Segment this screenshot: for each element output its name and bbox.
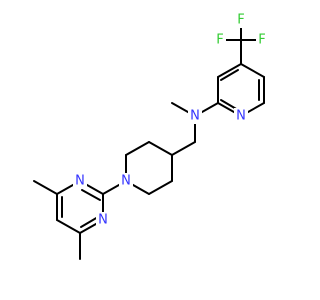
atom-f-left-label: F [216, 33, 223, 48]
bond-pip-c6-c5 [148, 180, 173, 195]
atom-n-pyridine-label: N [236, 109, 246, 124]
bond-py-c4-c3 [217, 63, 242, 78]
atom-n-amine: N [188, 108, 202, 124]
atom-n-pyrimidine-top: N [73, 173, 87, 189]
atom-label-layer: F F F N N N N N [73, 12, 268, 228]
atom-n-pyrimidine-bottom: N [96, 212, 110, 228]
atom-n-piperidine-label: N [121, 174, 131, 189]
bond-pip-c3-c2 [125, 141, 150, 156]
bond-pym-c2-n1-double [81, 189, 101, 201]
atom-f-top: F [235, 12, 247, 28]
bond-pym-c6-methyl [33, 180, 58, 195]
atom-f-right-label: F [258, 33, 265, 48]
bond-pip-c4-c3 [148, 141, 173, 156]
atom-f-right: F [256, 32, 268, 48]
atom-f-top-label: F [237, 13, 244, 28]
bond-py-c4-c5 [240, 63, 265, 78]
atom-n-pyridine: N [234, 108, 248, 124]
atom-n-piperidine: N [119, 173, 133, 189]
bond-py-c4-c3-double [220, 69, 239, 81]
atom-n-amine-label: N [190, 109, 200, 124]
molecule-structure-diagram: F F F N N N N N [33, 12, 268, 260]
atom-n-pyrimidine-bottom-label: N [98, 213, 108, 228]
bond-pym-c4-n3-double [80, 216, 99, 228]
atom-n-pyrimidine-top-label: N [75, 174, 85, 189]
bond-layer [33, 23, 265, 260]
bond-ch2-c4pip [171, 141, 196, 156]
atom-f-left: F [214, 32, 226, 48]
bond-pym-c5-c4 [56, 219, 81, 234]
